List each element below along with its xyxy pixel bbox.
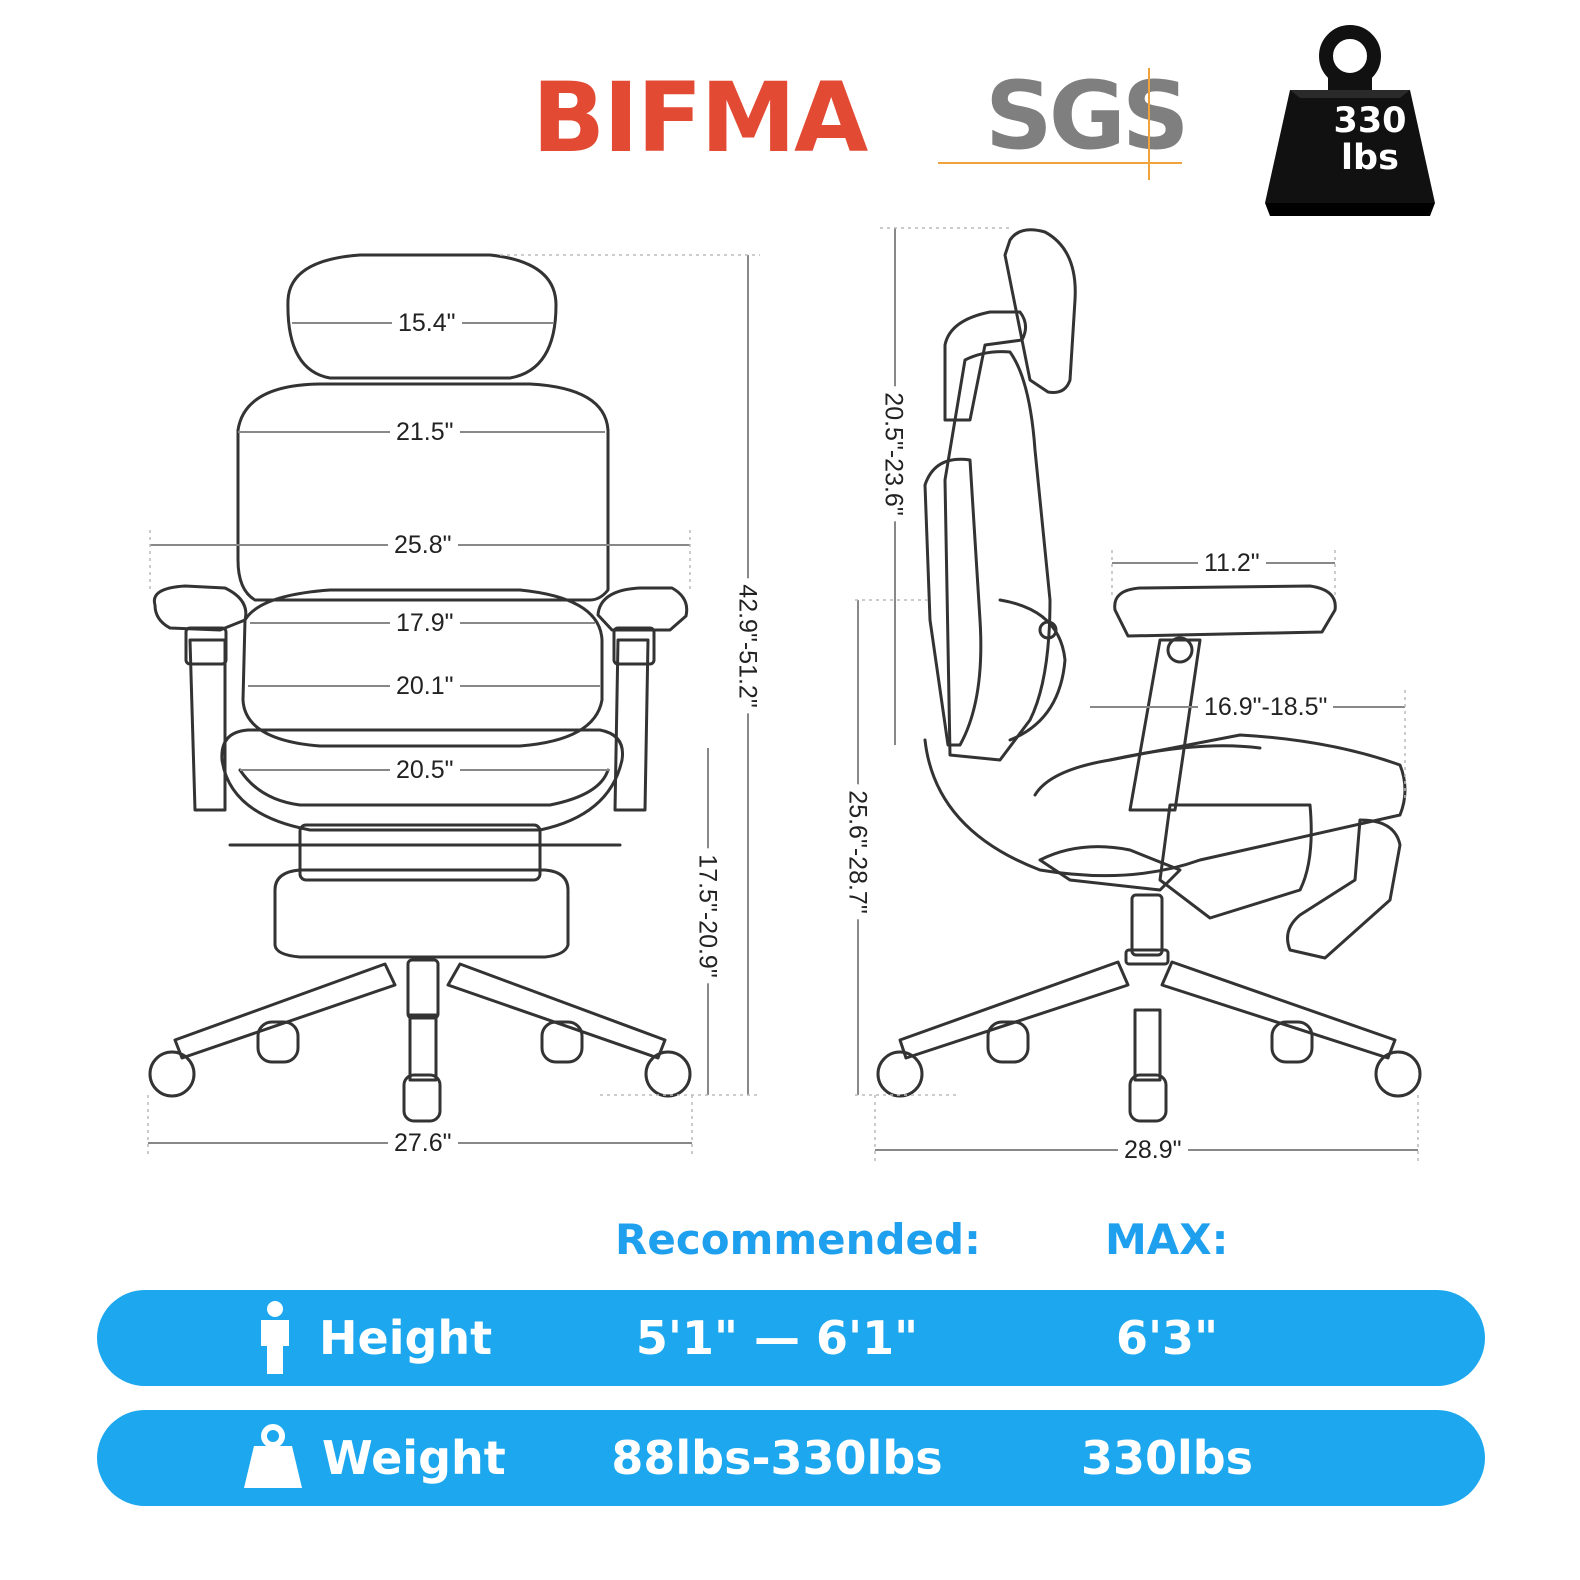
dim-armrest-outer-width: 25.8" — [388, 531, 458, 559]
dim-seat-height: 17.5"-20.9" — [693, 848, 722, 984]
dim-overall-height: 42.9"-51.2" — [733, 578, 762, 714]
dim-armrest-height: 25.6"-28.7" — [843, 784, 872, 920]
weight-label: Weight — [322, 1431, 506, 1485]
front-view-chair — [148, 253, 692, 1123]
weight-row: Weight 88lbs-330lbs 330lbs — [97, 1410, 1485, 1506]
dim-backrest-height: 20.5"-23.6" — [879, 386, 908, 522]
weight-recommended: 88lbs-330lbs — [611, 1431, 943, 1485]
dim-backrest-lower-width: 20.1" — [390, 672, 460, 700]
side-view-chair — [876, 228, 1422, 1123]
bifma-logo: BIFMA — [532, 62, 868, 174]
height-label: Height — [319, 1311, 493, 1365]
weight-icon — [244, 1424, 302, 1488]
dim-seat-depth: 16.9"-18.5" — [1198, 693, 1334, 721]
recommended-header: Recommended: — [615, 1215, 981, 1264]
dim-armrest-length: 11.2" — [1198, 549, 1266, 577]
person-icon — [261, 1301, 289, 1374]
extension-lines — [147, 227, 1419, 1165]
max-header: MAX: — [1105, 1215, 1229, 1264]
dim-seat-width: 20.5" — [390, 756, 460, 784]
weight-capacity-icon — [1265, 25, 1435, 216]
dim-base-depth: 28.9" — [1118, 1136, 1188, 1164]
dim-headrest-width: 15.4" — [392, 309, 462, 337]
height-recommended: 5'1" — 6'1" — [635, 1311, 919, 1365]
dim-backrest-top-width: 21.5" — [390, 418, 460, 446]
sgs-logo: SGS — [985, 62, 1190, 171]
weight-max: 330lbs — [1080, 1431, 1254, 1485]
chair-diagram — [147, 227, 1422, 1165]
dimension-lines — [148, 228, 1418, 1151]
sgs-logo-underline — [938, 162, 1182, 164]
sgs-logo-rule — [1148, 68, 1150, 180]
dim-lumbar-width: 17.9" — [390, 609, 460, 637]
height-max: 6'3" — [1115, 1311, 1219, 1365]
dim-base-width: 27.6" — [388, 1129, 458, 1157]
height-row: Height 5'1" — 6'1" 6'3" — [97, 1290, 1485, 1386]
